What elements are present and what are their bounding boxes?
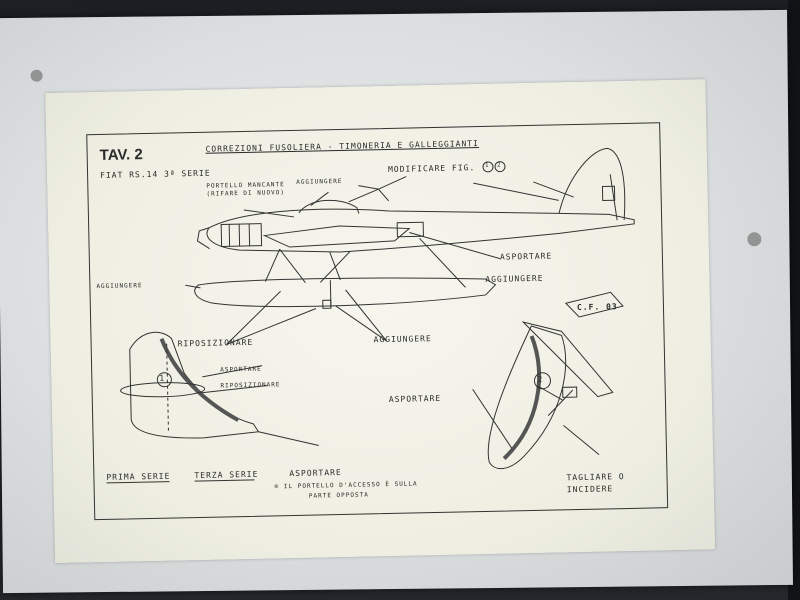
label-asportare-small: ASPORTARE [220, 365, 262, 374]
label-aggiungere-left: AGGIUNGERE [96, 282, 143, 291]
label-aggiungere-right: AGGIUNGERE [485, 273, 544, 284]
tail-detail [601, 185, 616, 201]
fig2-detail [487, 325, 567, 469]
label-modificare: MODIFICARE FIG. [387, 163, 476, 174]
float-struts [264, 248, 351, 284]
note-access-hatch-2: PARTE OPPOSTA [308, 491, 369, 500]
drawing-frame: TAV. 2 CORREZIONI FUSOLIERA - TIMONERIA … [86, 122, 669, 521]
fig-number-1: 1 [484, 161, 490, 169]
mounting-board: TAV. 2 CORREZIONI FUSOLIERA - TIMONERIA … [0, 9, 793, 594]
technical-drawing [106, 147, 635, 484]
label-prima-serie: PRIMA SERIE [106, 471, 171, 482]
label-incidere: INCIDERE [566, 484, 614, 495]
signature: C.F. 03 [576, 302, 618, 313]
float-outline [194, 277, 497, 308]
label-asportare-bottom: ASPORTARE [289, 467, 342, 479]
hatch-box [396, 221, 424, 238]
engine-cowling [196, 227, 210, 250]
drawing-sheet: TAV. 2 CORREZIONI FUSOLIERA - TIMONERIA … [45, 79, 716, 564]
label-terza-serie: TERZA SERIE [194, 469, 259, 481]
fig-number-2: 2 [496, 161, 502, 169]
board-stain-right [747, 232, 762, 247]
cowl-detail [220, 223, 263, 247]
board-stain-left [30, 69, 43, 82]
fig-callout-2: 2 [537, 374, 544, 384]
label-riposizionare: RIPOSIZIONARE [177, 337, 254, 349]
label-aggiungere-small: AGGIUNGERE [296, 177, 343, 186]
plate-number: TAV. 2 [99, 146, 143, 164]
propeller [348, 176, 407, 203]
label-riposizionare-small: RIPOSIZIONARE [220, 381, 281, 390]
signature-scribble [564, 291, 624, 318]
vertical-fin [558, 147, 626, 221]
canopy [298, 199, 360, 214]
fig2-flap [521, 321, 614, 398]
wing-root [262, 225, 411, 248]
fig-callout-1: 1 [159, 373, 166, 383]
label-aggiungere-center: AGGIUNGERE [373, 334, 432, 345]
label-asportare-top: ASPORTARE [499, 251, 553, 262]
label-asportare-right: ASPORTARE [388, 393, 442, 404]
label-tagliare: TAGLIARE O [566, 472, 625, 483]
fuselage-outline [206, 208, 635, 253]
